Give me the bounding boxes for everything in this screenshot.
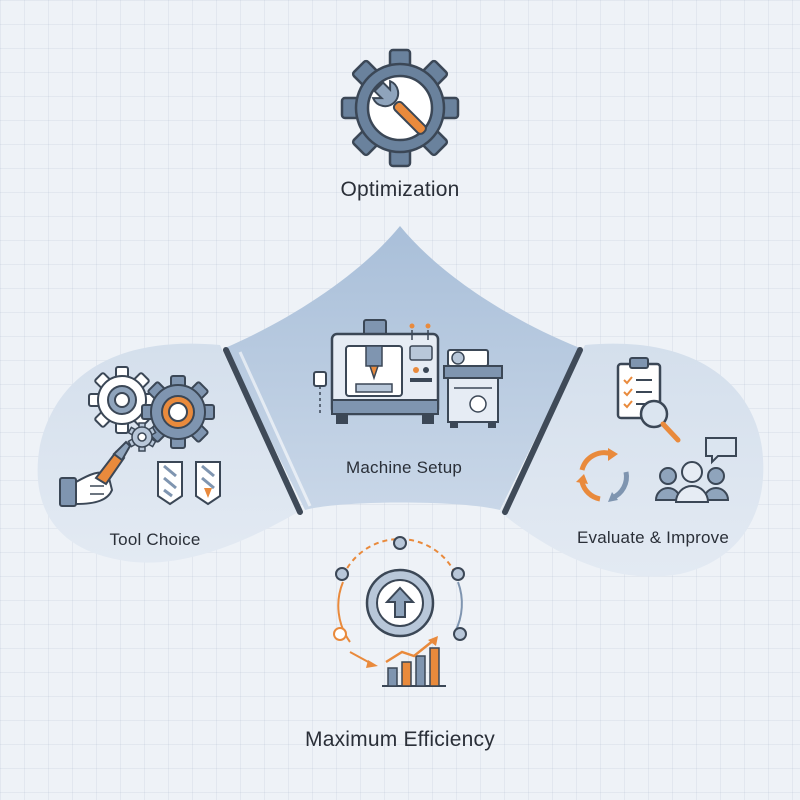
gears-icon [88,366,215,452]
gear-wrench-icon [340,48,460,168]
evaluate-panel [500,343,764,577]
hand-tool-icon [59,440,132,507]
upward-arrow-circle-icon [333,536,467,668]
right-divider [502,347,583,515]
left-divider [223,347,303,515]
left-divider-shadow [238,351,312,507]
tool-choice-label: Tool Choice [109,530,201,549]
evaluate-improve-label: Evaluate & Improve [577,528,729,547]
cycle-arrows-icon [576,448,629,502]
checklist-magnifier-icon [616,357,681,443]
team-chat-icon [654,437,737,503]
machine-setup-label: Machine Setup [345,458,463,477]
maximum-efficiency-label: Maximum Efficiency [305,728,495,751]
cnc-machine-icon [313,319,440,424]
optimization-label: Optimization [340,178,460,201]
drill-bits-icon [157,461,221,506]
growth-chart-icon [382,636,446,687]
workbench-icon [409,323,503,428]
